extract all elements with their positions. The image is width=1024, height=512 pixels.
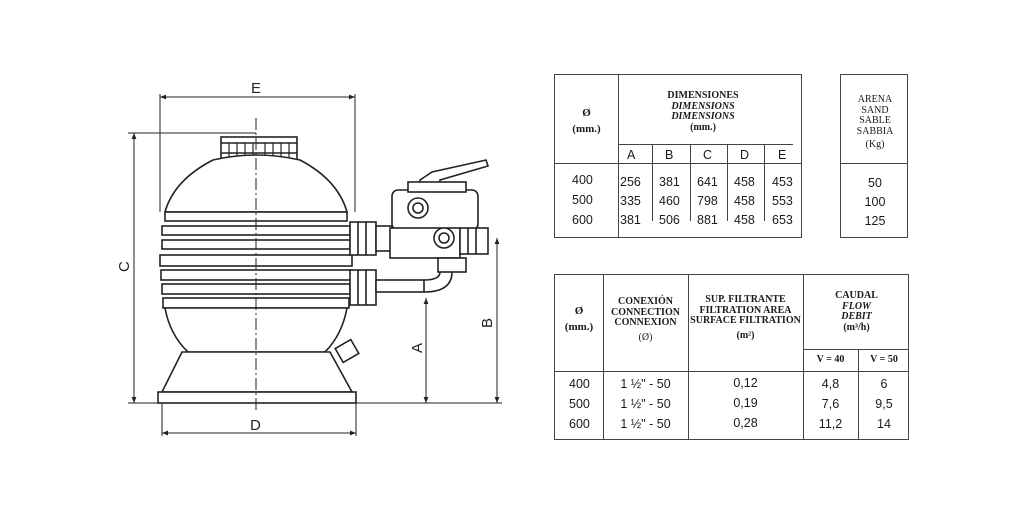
cell-e: 653 [772, 213, 793, 227]
cell-c: 881 [697, 213, 718, 227]
sand-value: 125 [864, 214, 886, 228]
row-size: 400 [569, 377, 590, 391]
connection-table: Ø (mm.) CONEXIÓN CONNECTION CONNEXION (Ø… [554, 274, 909, 440]
size-header: Ø (mm.) [572, 107, 601, 135]
cell-a: 381 [620, 213, 641, 227]
flow-v50-value: 9,5 [875, 397, 893, 411]
flow-v40-value: 7,6 [821, 397, 840, 411]
area-value: 0,19 [733, 396, 758, 410]
cell-a: 335 [620, 194, 641, 208]
row-size: 500 [572, 193, 593, 207]
sand-header: ARENA SAND SABLE SABBIA (Kg) [856, 94, 894, 150]
column-header-b: B [665, 148, 674, 162]
flow-v50-value: 14 [877, 417, 891, 431]
column-header-d: D [740, 148, 750, 162]
dimensions-title: DIMENSIONES DIMENSIONS DIMENSIONS (mm.) [667, 90, 739, 133]
cell-d: 458 [734, 175, 755, 189]
dim-label-c: C [116, 261, 133, 272]
dimension-lines [128, 94, 502, 436]
row-size: 600 [572, 213, 593, 227]
sand-value: 50 [868, 176, 882, 190]
row-size: 500 [569, 397, 590, 411]
cell-c: 798 [697, 194, 718, 208]
sand-value: 100 [864, 195, 886, 209]
flow-header: CAUDAL FLOW DEBIT (m³/h) [835, 290, 878, 333]
column-header-a: A [627, 148, 636, 162]
connection-value: 1 ½" - 50 [620, 397, 671, 411]
column-header-e: E [778, 148, 787, 162]
cell-d: 458 [734, 194, 755, 208]
sand-table: ARENA SAND SABLE SABBIA (Kg) 50 100 125 [840, 74, 908, 238]
row-size: 400 [572, 173, 593, 187]
column-header-c: C [703, 148, 713, 162]
flow-v40-value: 11,2 [818, 417, 843, 431]
filter-tank [157, 136, 360, 404]
dim-label-a: A [409, 343, 426, 353]
filter-technical-drawing: E D C A B [116, 80, 502, 436]
multiport-valve [349, 159, 490, 306]
cell-e: 553 [772, 194, 793, 208]
filtration-area-header: SUP. FILTRANTE FILTRATION AREA SURFACE F… [690, 294, 801, 341]
cell-e: 453 [772, 175, 793, 189]
flow-column-v50: V = 50 [870, 354, 898, 365]
area-value: 0,28 [733, 416, 758, 430]
flow-column-v40: V = 40 [816, 354, 845, 365]
flow-v50-value: 6 [880, 377, 888, 391]
dim-label-b: B [479, 318, 496, 328]
cell-b: 460 [659, 194, 680, 208]
connection-header: CONEXIÓN CONNECTION CONNEXION (Ø) [611, 296, 680, 343]
connection-value: 1 ½" - 50 [620, 377, 671, 391]
size-header: Ø (mm.) [564, 305, 594, 333]
cell-c: 641 [697, 175, 718, 189]
cell-b: 506 [659, 213, 680, 227]
cell-a: 256 [620, 175, 641, 189]
cell-d: 458 [734, 213, 755, 227]
flow-v40-value: 4,8 [821, 377, 840, 391]
dim-label-d: D [250, 417, 261, 434]
row-size: 600 [569, 417, 590, 431]
cell-b: 381 [659, 175, 680, 189]
dimensions-table: Ø (mm.) DIMENSIONES DIMENSIONS DIMENSION… [554, 74, 802, 238]
area-value: 0,12 [733, 376, 758, 390]
connection-value: 1 ½" - 50 [620, 417, 671, 431]
dim-label-e: E [251, 80, 261, 97]
